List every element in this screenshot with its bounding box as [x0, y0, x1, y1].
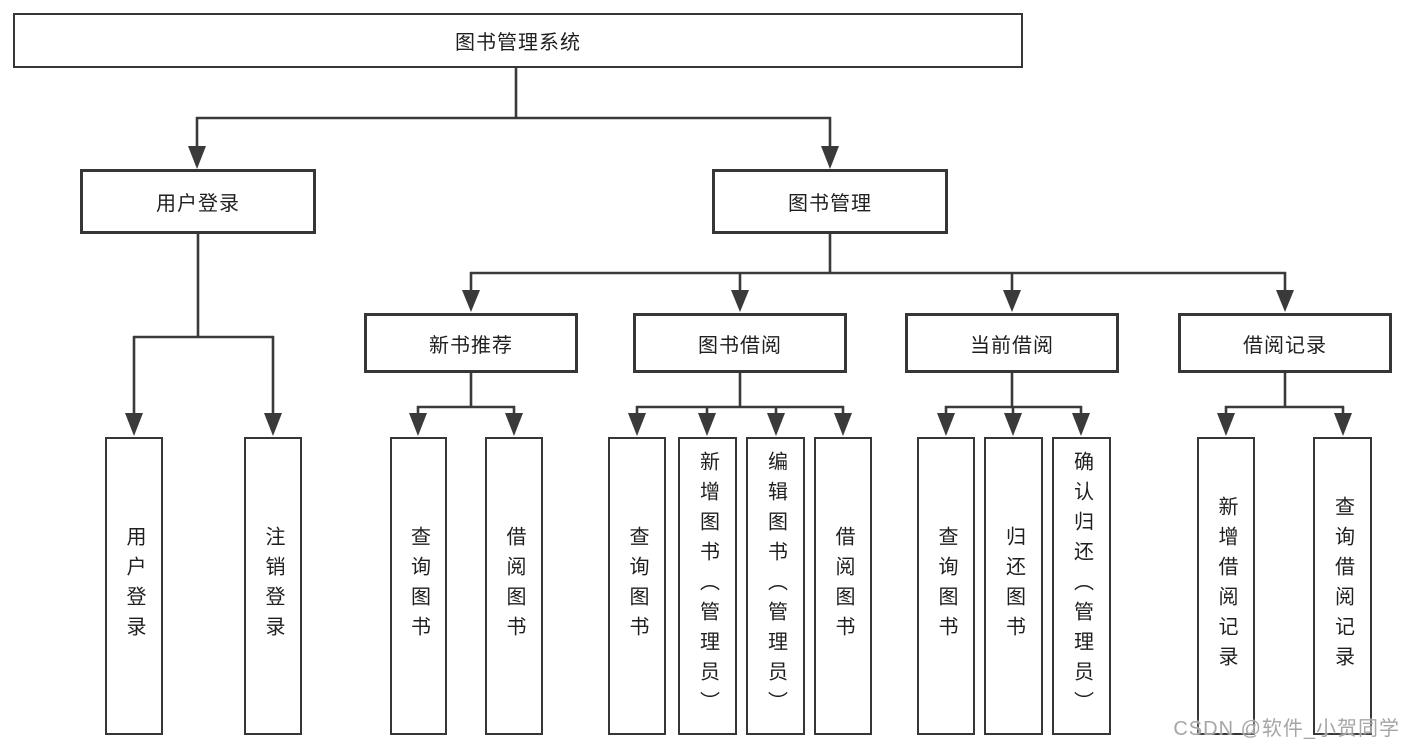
arrow-down-icon: [937, 413, 955, 436]
node-new-book-recommendation: 新书推荐: [364, 313, 578, 373]
arrow-down-icon: [1276, 290, 1294, 312]
csdn-watermark: CSDN @软件_小贺同学: [1173, 718, 1400, 740]
node-label: 归还图书: [1002, 526, 1025, 646]
leaf-recommend-borrow-books: 借阅图书: [485, 437, 543, 735]
leaf-user-login: 用户登录: [105, 437, 163, 735]
node-label: 借阅记录: [1243, 334, 1327, 357]
arrow-down-icon: [731, 290, 749, 312]
arrow-down-icon: [125, 413, 143, 436]
arrow-down-icon: [1072, 413, 1090, 436]
node-book-management: 图书管理: [712, 169, 948, 234]
arrow-down-icon: [698, 413, 716, 436]
node-label: 新增借阅记录: [1215, 496, 1237, 676]
leaf-borrowing-borrow-books: 借阅图书: [814, 437, 872, 735]
arrow-down-icon: [821, 146, 839, 169]
connector-new-book-recommendation-to-leaves: [409, 372, 523, 436]
arrow-down-icon: [1217, 413, 1235, 436]
node-label: 图书借阅: [698, 334, 782, 357]
node-library-management-system: 图书管理系统: [13, 13, 1023, 68]
node-label: 新增图书（管理员）: [696, 451, 719, 721]
arrow-down-icon: [1334, 413, 1352, 436]
connector-book-management-to-level3: [462, 233, 1294, 312]
node-borrow-records: 借阅记录: [1178, 313, 1392, 373]
node-label: 查询图书: [935, 526, 957, 646]
leaf-records-query-borrow-record: 查询借阅记录: [1313, 437, 1372, 735]
connector-current-borrowing-to-leaves: [937, 372, 1090, 436]
leaf-current-return-books: 归还图书: [984, 437, 1043, 735]
connector-user-login-to-leaves: [125, 233, 282, 436]
arrow-down-icon: [188, 146, 206, 169]
arrow-down-icon: [767, 413, 785, 436]
leaf-recommend-query-books: 查询图书: [390, 437, 447, 735]
arrow-down-icon: [834, 413, 852, 436]
arrow-down-icon: [409, 413, 427, 436]
connector-root-to-level2: [188, 67, 839, 169]
node-label: 查询借阅记录: [1331, 496, 1354, 676]
leaf-borrowing-add-books-admin: 新增图书（管理员）: [678, 437, 737, 735]
arrow-down-icon: [628, 413, 646, 436]
arrow-down-icon: [462, 290, 480, 312]
node-book-borrowing: 图书借阅: [633, 313, 847, 373]
arrow-down-icon: [264, 413, 282, 436]
node-label: 新书推荐: [429, 334, 513, 357]
node-label: 编辑图书（管理员）: [764, 451, 787, 721]
arrow-down-icon: [1003, 290, 1021, 312]
node-label: 查询图书: [626, 526, 648, 646]
node-label: 图书管理系统: [455, 32, 581, 54]
node-label: 当前借阅: [970, 334, 1054, 357]
connector-borrow-records-to-leaves: [1217, 372, 1352, 436]
node-label: 查询图书: [407, 526, 430, 646]
leaf-logout: 注销登录: [244, 437, 302, 735]
leaf-borrowing-query-books: 查询图书: [608, 437, 666, 735]
connector-book-borrowing-to-leaves: [628, 372, 852, 436]
leaf-current-query-books: 查询图书: [917, 437, 975, 735]
node-label: 注销登录: [262, 526, 284, 646]
node-label: 图书管理: [788, 193, 872, 215]
node-label: 确认归还（管理员）: [1070, 451, 1093, 721]
arrow-down-icon: [505, 413, 523, 436]
leaf-borrowing-edit-books-admin: 编辑图书（管理员）: [746, 437, 805, 735]
node-label: 借阅图书: [832, 526, 854, 646]
arrow-down-icon: [1004, 413, 1022, 436]
node-label: 借阅图书: [503, 526, 525, 646]
node-label: 用户登录: [156, 193, 240, 215]
node-user-login: 用户登录: [80, 169, 316, 234]
leaf-records-add-borrow-record: 新增借阅记录: [1197, 437, 1255, 735]
node-current-borrowing: 当前借阅: [905, 313, 1119, 373]
leaf-current-confirm-return-admin: 确认归还（管理员）: [1052, 437, 1111, 735]
node-label: 用户登录: [123, 526, 145, 646]
